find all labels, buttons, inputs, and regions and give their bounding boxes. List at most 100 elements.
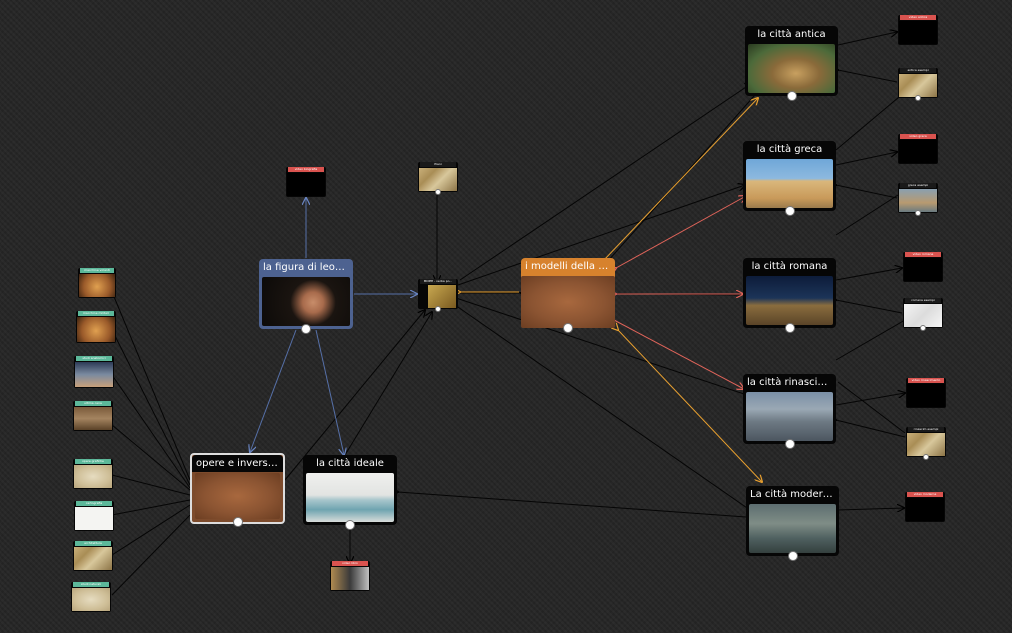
mini-romana-video-label: video romana [905,252,941,257]
node-hub-handle[interactable] [435,306,441,312]
mini-opere-5[interactable]: opere grafiche [73,459,113,489]
node-hub-title: MOPPI - verba po... [420,279,456,284]
node-leonardo[interactable]: la figura di leonar... [259,259,353,334]
mini-moderna-video[interactable]: video moderna [905,492,945,522]
edge-opere-hub [284,310,425,481]
video-icon [899,140,937,163]
node-piani[interactable]: Piani [418,162,458,195]
edge-opere-m2 [111,329,191,486]
mini-greca-esempi-handle[interactable] [915,210,921,216]
node-antica-title: la città antica [757,29,826,40]
node-rinascimento-handle[interactable] [784,439,795,449]
node-ideale[interactable]: la città ideale [303,455,397,530]
mini-opere-3[interactable]: studi anatomici [74,356,114,388]
mini-greca-esempi[interactable]: greca esempi [898,183,938,216]
node-romana-handle[interactable] [784,323,795,333]
mini-opere-1-label: macchine volanti [80,268,114,273]
mini-rinasc-esempi-label: rinascim esempi [908,427,944,432]
node-leonardo-handle[interactable] [301,324,311,334]
mini-rinasc-video[interactable]: video rinascimento [906,378,946,408]
node-greca-handle[interactable] [784,206,795,216]
mini-rinasc-esempi-handle[interactable] [923,454,929,460]
greca-temple-image [746,159,833,208]
node-greca[interactable]: la città greca [743,141,836,216]
opere-manuscript-image [195,473,280,519]
mini-antica-video-label: video antica [900,15,936,20]
example-image [75,507,113,530]
node-ideale-title: la città ideale [316,458,384,469]
rinascimento-city-image [746,392,833,441]
romana-colosseum-image [746,276,833,325]
example-image [899,189,937,212]
mini-ideale-video[interactable]: video libro [330,561,370,591]
mini-rinasc-esempi[interactable]: rinascim esempi [906,427,946,460]
mini-opere-7[interactable]: architettura [73,541,113,571]
edge-antica-extra [835,91,906,151]
edge-greca-esempi [836,185,898,199]
node-opere[interactable]: opere e inversioni [190,453,285,527]
edge-hub-moderna [455,305,751,511]
node-opere-handle[interactable] [232,517,243,527]
example-image [74,407,112,430]
node-opere-title: opere e inversioni [192,455,283,472]
edge-rinasc-esempi [836,420,906,438]
edge-antica-video [837,32,897,46]
edge-moderna-video [837,508,904,510]
edge-romana-esempi [836,300,903,314]
mini-antica-esempi-label: antica esempi [900,68,936,73]
video-icon [907,384,945,407]
edge-hub-antica [459,83,752,281]
node-moderna[interactable]: La città moderna [746,486,839,561]
mini-opere-4[interactable]: ultima cena [73,401,113,431]
mini-rinasc-video-label: video rinascimento [908,378,944,383]
node-antica-handle[interactable] [786,91,797,101]
mini-antica-esempi-handle[interactable] [915,95,921,101]
edge-opere-m1 [109,286,191,481]
example-image [74,465,112,488]
mini-romana-esempi-label: romana esempi [905,298,941,303]
mini-antica-esempi[interactable]: antica esempi [898,68,938,101]
edge-opere-m7 [111,504,191,556]
node-romana[interactable]: la città romana [743,258,836,333]
node-leonardo-title: la figura di leonar... [263,262,353,273]
video-icon [899,21,937,44]
mini-romana-video[interactable]: video romana [903,252,943,282]
mini-leo-video[interactable]: video biografia [286,167,326,197]
edge-modelli-antica-orange [604,98,758,260]
mini-ideale-video-label: video libro [332,561,368,566]
edge-romana-extra [835,319,906,361]
moderna-skyline-image [749,504,836,553]
node-antica[interactable]: la città antica [745,26,838,101]
mini-greca-video[interactable]: video greca [898,134,938,164]
node-ideale-handle[interactable] [345,520,355,530]
edge-rinasc-video [835,393,905,406]
node-rinascimento[interactable]: la città rinascime... [743,374,836,449]
mini-opere-2[interactable]: macchine militari [76,311,116,343]
example-image [74,547,112,570]
edge-opere-m3 [111,374,191,489]
example-image [79,274,115,297]
node-modelli-handle[interactable] [563,323,573,333]
edge-opere-m5 [111,474,191,496]
node-modelli[interactable]: i modelli della St... [521,258,615,333]
mini-romana-esempi-handle[interactable] [920,325,926,331]
mini-moderna-video-label: video moderna [907,492,943,497]
node-moderna-handle[interactable] [787,551,798,561]
node-modelli-title: i modelli della St... [525,261,615,272]
mini-opere-5-label: opere grafiche [75,459,111,464]
leonardo-portrait-image [262,277,350,326]
edge-opere-m6 [111,499,191,516]
mini-opere-7-label: architettura [75,541,111,546]
mini-leo-video-label: video biografia [288,167,324,172]
mini-opere-6[interactable]: cartografia [74,501,114,531]
video-icon [906,498,944,521]
mini-romana-esempi[interactable]: romana esempi [903,298,943,331]
mini-antica-video[interactable]: video antica [898,15,938,45]
example-image [899,74,937,97]
node-hub[interactable]: MOPPI - verba po... [418,279,458,312]
example-image [75,362,113,387]
mini-opere-8[interactable]: studi naturali [71,582,111,612]
mini-opere-1[interactable]: macchine volanti [78,268,116,298]
node-piani-handle[interactable] [435,189,441,195]
